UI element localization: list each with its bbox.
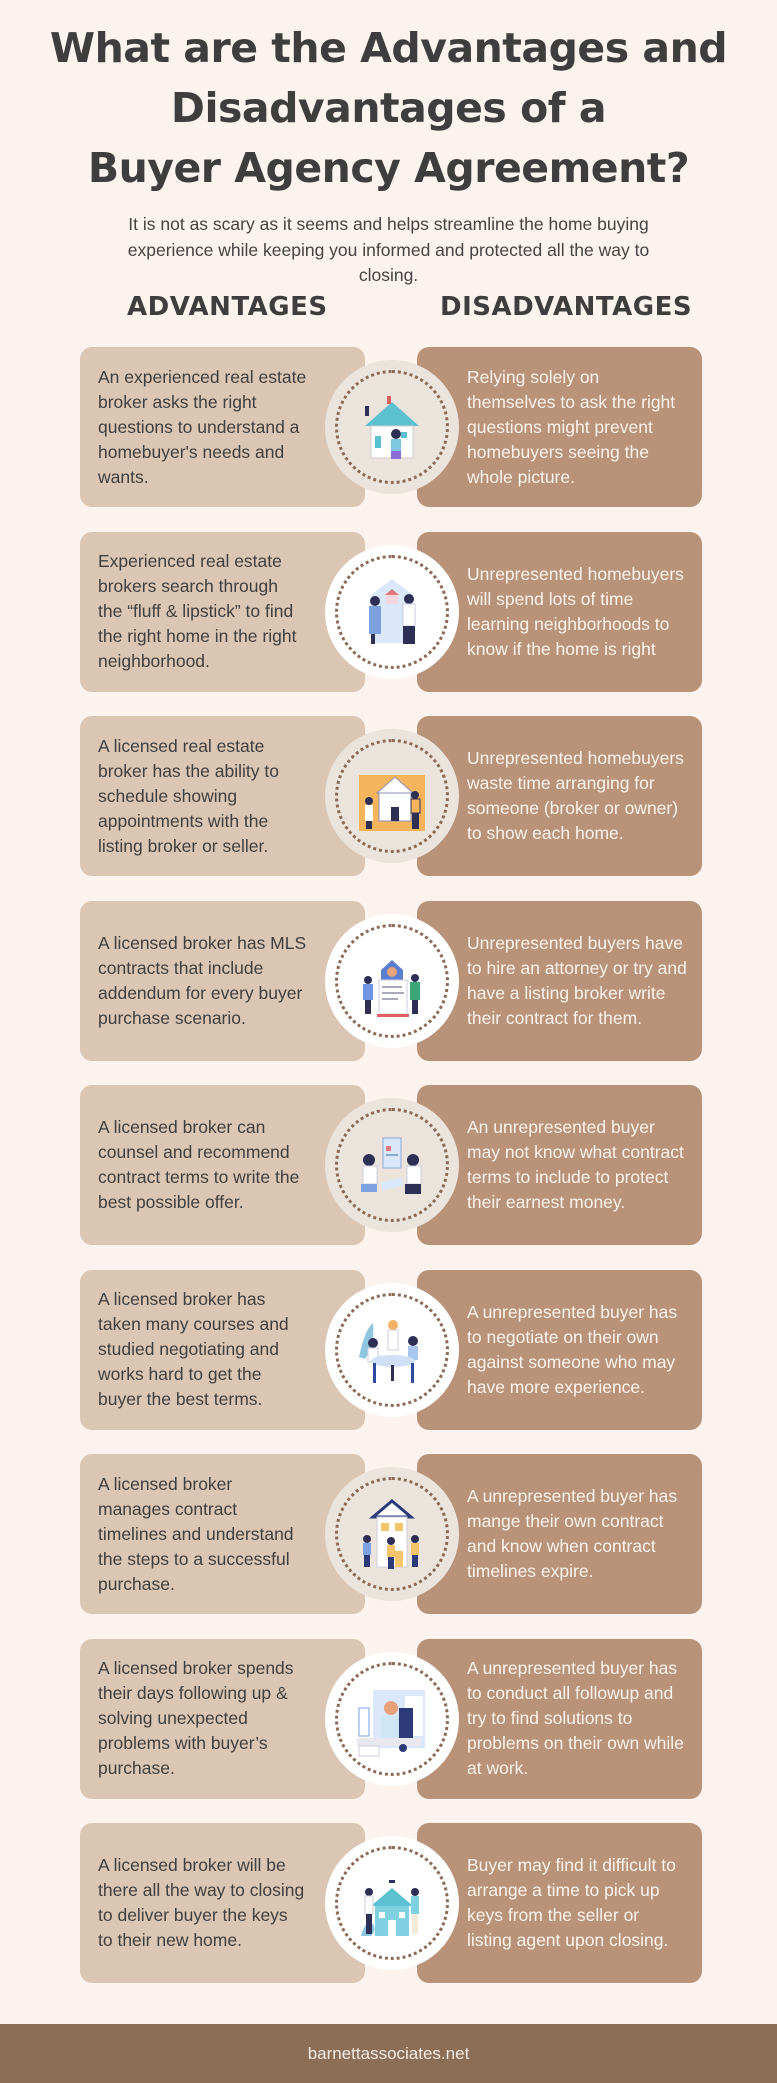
- title-line-1: What are the Advantages and: [49, 24, 728, 72]
- dotted-ring: [335, 554, 449, 669]
- disadvantage-card: Buyer may find it difficult to arrange a…: [417, 1823, 702, 1983]
- house-person-thinking-icon: [365, 396, 419, 459]
- advantage-text: A licensed broker has taken many courses…: [98, 1289, 289, 1409]
- subtitle: It is not as scary as it seems and helps…: [127, 214, 650, 285]
- advantage-text: A licensed broker spends their days foll…: [98, 1658, 294, 1778]
- advantage-text: A licensed broker has MLS contracts that…: [98, 932, 307, 1028]
- disadvantage-text: Buyer may find it difficult to arrange a…: [467, 1855, 676, 1950]
- agent-on-phone-icon: [357, 1689, 425, 1756]
- advantage-text: Experienced real estate brokers search t…: [98, 551, 297, 671]
- illustration-badge: [325, 1651, 459, 1786]
- disadvantage-card: An unrepresented buyer may not know what…: [417, 1085, 702, 1245]
- disadvantage-text: An unrepresented buyer may not know what…: [467, 1117, 684, 1212]
- disadvantage-card: Unrepresented homebuyers will spend lots…: [417, 531, 702, 692]
- comparison-row: An experienced real estate broker asks t…: [80, 347, 702, 507]
- illustration-badge: [325, 1836, 459, 1970]
- comparison-row: A licensed broker manages contract timel…: [80, 1454, 702, 1614]
- contract-document-icon: [363, 959, 420, 1017]
- disadvantage-text: Unrepresented homebuyers waste time arra…: [467, 748, 684, 843]
- comparison-row: A licensed real estate broker has the ab…: [80, 716, 702, 876]
- disadvantages-heading: DISADVANTAGES: [440, 292, 693, 322]
- key-handover-icon: [361, 1880, 419, 1936]
- disadvantage-text: A unrepresented buyer has mange their ow…: [467, 1486, 678, 1581]
- illustration-badge: [325, 544, 459, 679]
- advantage-text: A licensed broker will be there all the …: [98, 1855, 305, 1950]
- advantage-card: A licensed broker has MLS contracts that…: [80, 900, 365, 1061]
- disadvantage-card: Unrepresented homebuyers waste time arra…: [417, 716, 702, 876]
- advantage-card: A licensed broker can counsel and recomm…: [80, 1085, 365, 1245]
- illustration-badge: [325, 1098, 459, 1232]
- dotted-ring: [335, 739, 449, 853]
- advantage-card: A licensed broker has taken many courses…: [80, 1269, 365, 1430]
- dotted-ring: [335, 923, 449, 1038]
- disadvantage-card: A unrepresented buyer has to conduct all…: [417, 1638, 702, 1799]
- comparison-row: A licensed broker has taken many courses…: [80, 1269, 702, 1430]
- comparison-row: A licensed broker can counsel and recomm…: [80, 1085, 702, 1245]
- advantage-card: A licensed broker spends their days foll…: [80, 1638, 365, 1799]
- negotiation-table-icon: [359, 1319, 418, 1383]
- illustration-badge: [325, 729, 459, 863]
- comparison-row: A licensed broker spends their days foll…: [80, 1638, 702, 1799]
- advantage-card: A licensed broker manages contract timel…: [80, 1454, 365, 1614]
- advantage-card: A licensed real estate broker has the ab…: [80, 716, 365, 876]
- disadvantage-card: A unrepresented buyer has mange their ow…: [417, 1454, 702, 1614]
- disadvantage-text: Unrepresented homebuyers will spend lots…: [467, 563, 684, 659]
- advantage-card: A licensed broker will be there all the …: [80, 1823, 365, 1983]
- illustration-badge: [325, 1282, 459, 1417]
- disadvantage-card: Relying solely on themselves to ask the …: [417, 347, 702, 507]
- illustration-badge: [325, 360, 459, 494]
- consultation-meeting-icon: [361, 1137, 422, 1194]
- footer-website[interactable]: barnettassociates.net: [307, 2043, 470, 2063]
- footer: barnettassociates.net: [0, 2024, 777, 2083]
- dotted-ring: [335, 1108, 449, 1222]
- dotted-ring: [335, 1661, 449, 1776]
- advantages-heading: ADVANTAGES: [127, 292, 328, 322]
- page-title: What are the Advantages and Disadvantage…: [0, 18, 777, 198]
- disadvantage-card: Unrepresented buyers have to hire an att…: [417, 900, 702, 1061]
- comparison-row: Experienced real estate brokers search t…: [80, 531, 702, 692]
- advantage-card: Experienced real estate brokers search t…: [80, 531, 365, 692]
- advantage-text: An experienced real estate broker asks t…: [98, 366, 307, 487]
- advantage-text: A licensed broker manages contract timel…: [98, 1473, 294, 1594]
- advantage-text: A licensed real estate broker has the ab…: [98, 735, 279, 856]
- disadvantage-text: Unrepresented buyers have to hire an att…: [467, 932, 687, 1028]
- illustration-badge: [325, 1467, 459, 1601]
- building-team-icon: [363, 1499, 419, 1569]
- dotted-ring: [335, 1292, 449, 1407]
- disadvantage-card: A unrepresented buyer has to negotiate o…: [417, 1269, 702, 1430]
- agents-discussing-house-icon: [369, 578, 416, 644]
- dotted-ring: [335, 370, 449, 484]
- advantage-card: An experienced real estate broker asks t…: [80, 347, 365, 507]
- house-showing-icon: [359, 775, 425, 831]
- illustration-badge: [325, 913, 459, 1048]
- title-line-3: Buyer Agency Agreement?: [87, 144, 690, 192]
- advantage-text: A licensed broker can counsel and recomm…: [98, 1117, 300, 1212]
- dotted-ring: [335, 1477, 449, 1591]
- dotted-ring: [335, 1846, 449, 1960]
- comparison-row: A licensed broker has MLS contracts that…: [80, 900, 702, 1061]
- comparison-row: A licensed broker will be there all the …: [80, 1823, 702, 1983]
- disadvantage-text: Relying solely on themselves to ask the …: [467, 366, 676, 487]
- disadvantage-text: A unrepresented buyer has to negotiate o…: [467, 1301, 678, 1397]
- title-line-2: Disadvantages of a: [170, 84, 607, 132]
- disadvantage-text: A unrepresented buyer has to conduct all…: [467, 1658, 684, 1778]
